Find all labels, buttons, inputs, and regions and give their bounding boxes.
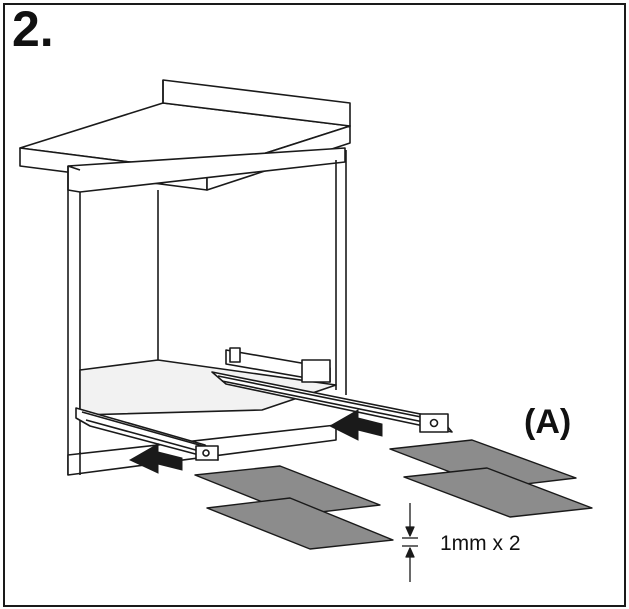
arrow-left-icon bbox=[328, 409, 383, 441]
step-number: 2. bbox=[12, 1, 54, 57]
right-drawer-slide bbox=[211, 347, 453, 433]
callout-label: (A) bbox=[524, 403, 572, 441]
dimension-marker-icon bbox=[402, 503, 418, 582]
shim-sheets-right bbox=[389, 439, 593, 518]
arrow-left-icon bbox=[128, 443, 183, 474]
left-drawer-slide bbox=[75, 407, 219, 461]
shim-sheets-left bbox=[194, 465, 394, 550]
dimension-label: 1mm x 2 bbox=[440, 532, 521, 555]
